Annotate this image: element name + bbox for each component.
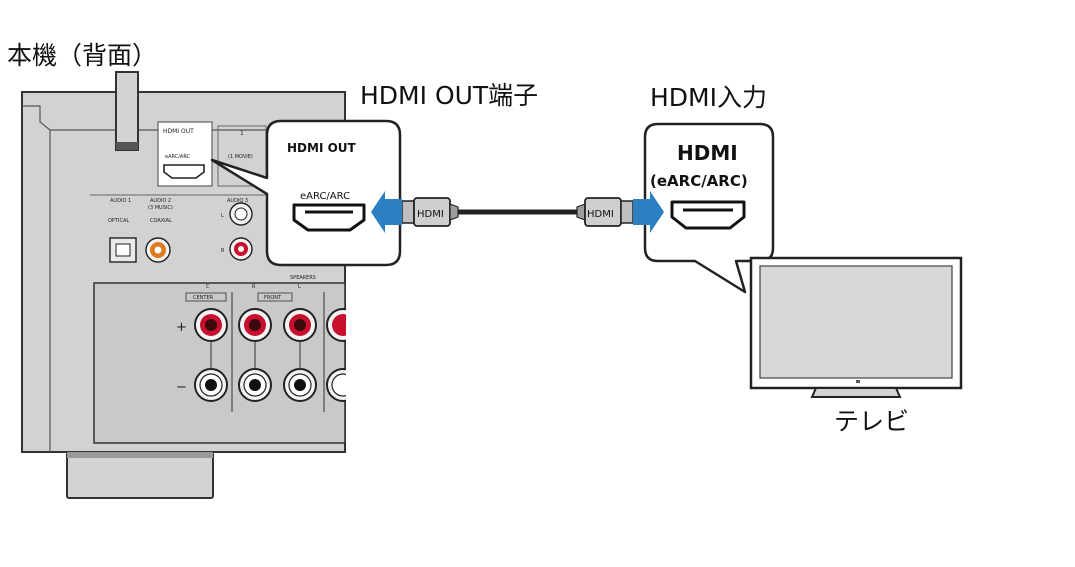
audio-2-coaxial: AUDIO 2 (3 MUSIC) COAXIAL	[145, 198, 173, 263]
panel-hdmi-out-port[interactable]: HDMI OUT eARC/ARC	[157, 121, 213, 187]
svg-text:OPTICAL: OPTICAL	[108, 218, 129, 224]
svg-text:AUDIO 3: AUDIO 3	[227, 198, 248, 204]
minus-mark: −	[176, 380, 187, 395]
audio-1-optical: AUDIO 1 OPTICAL	[108, 198, 137, 263]
svg-text:R: R	[221, 248, 225, 254]
right-hdmi-plug[interactable]: HDMI	[576, 197, 634, 227]
tv-callout-subtitle: (eARC/ARC)	[650, 172, 748, 190]
svg-text:R: R	[252, 284, 256, 290]
hdmi-out-terminal-label: HDMI OUT端子	[360, 81, 538, 110]
receiver-callout: HDMI OUT eARC/ARC	[210, 119, 402, 267]
panel-earc-label: eARC/ARC	[165, 154, 191, 160]
svg-text:AUDIO 2: AUDIO 2	[150, 198, 171, 204]
left-plug-label: HDMI	[417, 209, 444, 220]
tv-stand	[810, 387, 902, 398]
tv-screen	[759, 265, 953, 379]
tv-callout: HDMI (eARC/ARC)	[643, 122, 775, 294]
unit-back-label: 本機（背面）	[7, 41, 157, 70]
hdmi-cable: HDMI HDMI	[371, 191, 664, 233]
left-blue-arrow	[371, 191, 402, 233]
tv-label: テレビ	[834, 407, 909, 436]
svg-text:C: C	[206, 284, 210, 290]
svg-text:L: L	[221, 213, 224, 219]
svg-text:L: L	[298, 284, 301, 290]
svg-text:AUDIO 1: AUDIO 1	[110, 198, 131, 204]
right-plug-label: HDMI	[587, 209, 614, 220]
hdmi-input-label: HDMI入力	[650, 83, 767, 112]
receiver-callout-title: HDMI OUT	[287, 141, 357, 155]
television	[749, 256, 963, 398]
svg-text:1: 1	[240, 130, 244, 137]
receiver-hdmi-port-icon[interactable]	[292, 203, 366, 232]
plus-mark: +	[176, 320, 187, 335]
svg-text:(3 MUSIC): (3 MUSIC)	[148, 205, 173, 211]
svg-text:FRONT: FRONT	[264, 295, 282, 301]
audio-3-analog: AUDIO 3 L R	[221, 198, 253, 261]
tv-callout-title: HDMI	[677, 141, 738, 165]
receiver-foot	[66, 451, 214, 499]
left-hdmi-plug[interactable]: HDMI	[401, 197, 459, 227]
receiver-callout-port-label: eARC/ARC	[300, 191, 350, 202]
svg-text:COAXIAL: COAXIAL	[150, 218, 172, 224]
svg-text:CENTER: CENTER	[193, 295, 214, 301]
tv-hdmi-port-icon[interactable]	[670, 200, 746, 230]
svg-text:SPEAKERS: SPEAKERS	[290, 275, 316, 281]
right-blue-arrow	[633, 191, 664, 233]
svg-text:(1 MOVIE): (1 MOVIE)	[228, 154, 253, 160]
panel-hdmi-out-label: HDMI OUT	[163, 128, 194, 135]
antenna	[115, 71, 139, 151]
